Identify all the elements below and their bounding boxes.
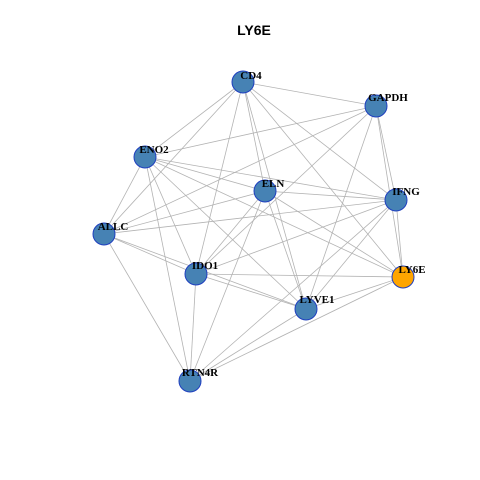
node-circle-allc <box>92 222 116 246</box>
node-eln: ELN <box>253 178 285 203</box>
node-rtn4r: RTN4R <box>178 367 219 393</box>
edge-eln-rtn4r <box>189 190 266 382</box>
edge-cd4-allc <box>103 81 244 235</box>
edge-ifng-ly6e <box>395 199 404 278</box>
node-cd4: CD4 <box>231 70 262 94</box>
node-label-ifng: IFNG <box>392 186 420 198</box>
edge-lyve1-rtn4r <box>189 308 307 382</box>
edge-gapdh-allc <box>103 105 377 235</box>
edge-gapdh-ido1 <box>195 105 377 275</box>
edge-allc-ifng <box>103 199 397 235</box>
edge-ifng-lyve1 <box>305 199 397 310</box>
edge-allc-rtn4r <box>103 233 191 382</box>
node-label-allc: ALLC <box>98 221 129 233</box>
edge-ly6e-lyve1 <box>305 276 404 310</box>
edge-eno2-allc <box>103 156 146 235</box>
node-circle-eln <box>253 179 277 203</box>
node-eno2: ENO2 <box>133 144 169 169</box>
edge-ifng-ido1 <box>195 199 397 275</box>
node-label-eno2: ENO2 <box>139 144 169 156</box>
edges-layer <box>103 81 404 382</box>
edge-eno2-eln <box>144 156 266 192</box>
edge-cd4-ifng <box>242 81 397 201</box>
node-label-rtn4r: RTN4R <box>182 367 219 379</box>
edge-eln-ly6e <box>264 190 404 278</box>
edge-eln-ifng <box>264 190 397 201</box>
node-label-ido1: IDO1 <box>192 260 218 272</box>
node-circle-cd4 <box>231 70 255 94</box>
node-ido1: IDO1 <box>184 260 218 286</box>
edge-gapdh-eno2 <box>144 105 377 158</box>
edge-cd4-ly6e <box>242 81 404 278</box>
node-label-gapdh: GAPDH <box>368 92 408 104</box>
edge-gapdh-lyve1 <box>305 105 377 310</box>
node-label-eln: ELN <box>262 178 285 190</box>
edge-gapdh-ifng <box>375 105 397 201</box>
edge-eno2-ido1 <box>144 156 197 275</box>
edge-cd4-eno2 <box>144 81 244 158</box>
edge-allc-eln <box>103 190 266 235</box>
edge-ifng-rtn4r <box>189 199 397 382</box>
node-circle-lyve1 <box>294 297 318 321</box>
edge-eno2-ifng <box>144 156 397 201</box>
node-ifng: IFNG <box>384 186 420 212</box>
node-circle-ifng <box>384 188 408 212</box>
edge-allc-ido1 <box>103 233 197 275</box>
node-gapdh: GAPDH <box>364 92 408 118</box>
edge-eln-ido1 <box>195 190 266 275</box>
node-allc: ALLC <box>92 221 129 246</box>
edge-ido1-rtn4r <box>189 273 197 382</box>
edge-eln-lyve1 <box>264 190 307 310</box>
edge-ly6e-rtn4r <box>189 276 404 382</box>
node-circle-ly6e <box>391 265 415 289</box>
node-ly6e: LY6E <box>391 264 426 289</box>
node-label-ly6e: LY6E <box>398 264 425 276</box>
edge-cd4-eln <box>242 81 266 192</box>
node-circle-gapdh <box>364 94 388 118</box>
node-lyve1: LYVE1 <box>294 294 335 321</box>
graph-title: LY6E <box>237 22 271 38</box>
edge-cd4-gapdh <box>242 81 377 107</box>
edge-ido1-lyve1 <box>195 273 307 310</box>
node-circle-ido1 <box>184 262 208 286</box>
node-label-cd4: CD4 <box>240 70 262 82</box>
node-circle-eno2 <box>133 145 157 169</box>
edge-eno2-lyve1 <box>144 156 307 310</box>
node-label-lyve1: LYVE1 <box>299 294 334 306</box>
node-circle-rtn4r <box>178 369 202 393</box>
edge-ido1-ly6e <box>195 273 404 278</box>
edge-eno2-rtn4r <box>144 156 191 382</box>
